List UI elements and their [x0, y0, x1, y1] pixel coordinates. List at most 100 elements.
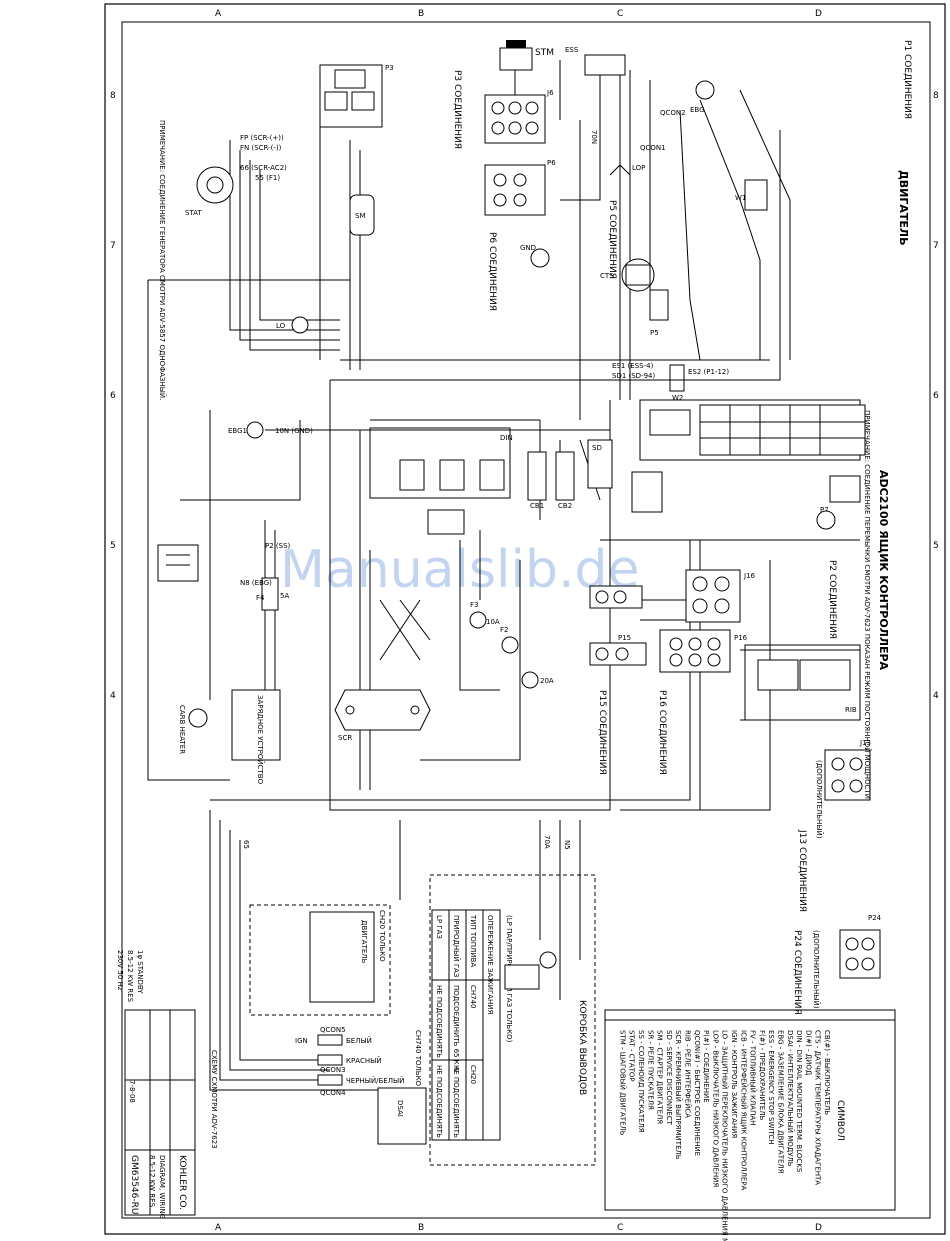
- ignition-col-ch740: CH740: [469, 985, 477, 1009]
- gnd-point: GND: [520, 244, 550, 268]
- legend-item: SS - СОЛЕНОИД ПУСКАТЕЛЯ: [637, 1030, 645, 1133]
- stepper-motor: STM: [499, 40, 554, 71]
- terminal-box-label: КОРОБКА ВЫВОДОВ: [577, 1000, 587, 1095]
- p15-label: P15: [618, 634, 631, 642]
- p6-heading: P6 СОЕДИНЕНИЯ: [487, 232, 497, 311]
- dsai-module: DSAI: [377, 1087, 427, 1145]
- adc-connector: [631, 471, 836, 530]
- p16-connector: P16: [659, 629, 748, 673]
- ign-wire-label: IGN: [295, 1037, 308, 1045]
- p24-connector: P24: [839, 914, 882, 979]
- p5-connector: P5: [649, 289, 669, 337]
- legend-item: CB(#) - ВЫКЛЮЧАТЕЛЬ: [823, 1030, 831, 1115]
- sm-label: SM: [355, 212, 365, 220]
- standby-label: 1φ STANDBY: [136, 950, 144, 994]
- qcon1-label: QCON1: [640, 144, 666, 152]
- black-white-wire-label: ЧЕРНЫЙ/БЕЛЫЙ: [346, 1076, 404, 1085]
- ch20-only-label: CH20 ТОЛЬКО: [378, 910, 386, 962]
- sd-block: SD: [587, 439, 613, 489]
- ignition-table: ОПЕРЕЖЕНИЕ ЗАЖИГАНИЯ ТИП ТОПЛИВА CH740 C…: [431, 909, 514, 1141]
- ch20-only-box: CH20 ТОЛЬКО ДВИГАТЕЛЬ: [249, 904, 391, 1016]
- outer-border: [104, 3, 946, 1235]
- wire-66: 66 (SCR-AC2): [240, 164, 287, 172]
- fuse-20a: [521, 671, 539, 689]
- ess-label: ESS: [565, 46, 579, 54]
- wire-es2: ES2 (P1-12): [688, 368, 729, 376]
- p7-label: P7: [820, 506, 829, 514]
- legend-item: LOP - ВЫКЛЮЧАТЕЛЬ НИЗКОГО ДАВЛЕНИЯ: [711, 1030, 719, 1187]
- lo-switch: LO: [276, 316, 309, 334]
- col-label-b-top: B: [418, 9, 424, 19]
- legend-item: SR - РЕЛЕ ПУСКАТЕЛЯ: [646, 1030, 654, 1110]
- col-label-d-bottom: D: [815, 1223, 822, 1233]
- legend-item: DIN - DIN RAIL MOUNTED TERM. BLOCKS: [795, 1030, 803, 1173]
- qcon2-label: QCON2: [660, 109, 686, 117]
- legend-item: FV - ТОПЛИВНЫЙ КЛАПАН: [749, 1030, 758, 1125]
- legend-item: QCON(#) - БЫСТРОЕ СОЕДИНЕНИЕ: [693, 1030, 701, 1156]
- legend-item: STM - ШАГОВЫЙ ДВИГАТЕЛЬ: [618, 1030, 627, 1136]
- legend-item: CTS - ДАТЧИК ТЕМПЕРАТУРЫ ХЛАДАГЕНТА: [814, 1030, 822, 1185]
- legend-item: SCR - КРЕМНИЕВЫЙ ВЫПРЯМИТЕЛЬ: [674, 1030, 683, 1160]
- fuse-f2: F2: [500, 626, 519, 654]
- w1-splice: W1: [735, 179, 768, 211]
- wire-fn: FN (SCR-(-)): [240, 144, 282, 152]
- ignition-r2-fuel: LP ГАЗ: [435, 915, 443, 939]
- legend-heading: СИМВОЛ: [835, 1100, 845, 1141]
- title-doc: DIAGRAM, WIRING: [158, 1155, 166, 1219]
- wire-70n: 70N: [590, 130, 598, 144]
- f2-label: F2: [500, 626, 508, 634]
- row-label-8-right: 8: [933, 91, 939, 101]
- p3-label: P3: [385, 64, 394, 72]
- cts-sensor: CTS: [600, 258, 655, 292]
- wire-harness: [147, 60, 861, 1091]
- red-wire-label: КРАСНЫЙ: [346, 1056, 382, 1065]
- qcon4-label: QCON4: [320, 1089, 346, 1097]
- wire-sd1: SD1 (SD-94): [612, 372, 656, 380]
- ignition-r1-ch20: НЕ ПОДСОЕДИНЯТЬ: [452, 1065, 460, 1138]
- scr-rectifier: SCR: [334, 689, 431, 742]
- row-label-7-left: 7: [110, 241, 116, 251]
- fuse-f3: F3: [469, 601, 487, 629]
- p7-connector: P7: [820, 475, 861, 514]
- sd-label: SD: [592, 444, 602, 452]
- legend-item: P(#) - СОЕДИНЕНИЕ: [702, 1030, 710, 1103]
- stm-label: STM: [535, 48, 554, 58]
- col-label-c-bottom: C: [617, 1223, 623, 1233]
- legend-item: EBG - ЗАЗЕМЛЕНИЕ БЛОКА ДВИГАТЕЛЯ: [777, 1030, 785, 1174]
- din-terminal: DIN: [369, 427, 513, 535]
- j16-label: J16: [743, 572, 756, 580]
- col-label-c-top: C: [617, 9, 623, 19]
- row-label-8-left: 8: [110, 91, 116, 101]
- terminal-box: КОРОБКА ВЫВОДОВ: [429, 874, 596, 1166]
- controller-note: ПРИМЕЧАНИЕ: СОЕДИНЕНИЕ ПЕРЕМЫЧКИ СМОТРИ …: [863, 410, 872, 801]
- w2-splice: W2: [669, 364, 685, 402]
- p24-heading: P24 СОЕДИНЕНИЯ: [792, 930, 802, 1015]
- battery: [157, 544, 199, 582]
- p15-heading: P15 СОЕДИНЕНИЯ: [597, 690, 607, 775]
- j13-optional: (ДОПОЛНИТЕЛЬНЫЙ): [815, 760, 824, 839]
- generator-note: ПРИМЕЧАНИЕ: СОЕДИНЕНИЕ ГЕНЕРАТОРА СМОТРИ…: [158, 120, 167, 400]
- row-label-6-left: 6: [110, 391, 116, 401]
- p24-optional: (ДОПОЛНИТЕЛЬНЫЙ): [812, 930, 821, 1009]
- title-date: 7-8-08: [128, 1080, 136, 1103]
- ignition-r1-ch740: ПОДСОЕДИНИТЬ 65 К N: [452, 985, 460, 1072]
- white-wire-label: БЕЛЫЙ: [346, 1036, 372, 1045]
- legend-item: RIB - РЕЛЕ ИНТЕРФЕЙСА: [684, 1030, 693, 1118]
- engine-ch20-label: ДВИГАТЕЛЬ: [360, 920, 368, 964]
- j6-connector: J6: [484, 89, 554, 144]
- ch740-only-label: CH740 ТОЛЬКО: [414, 1030, 422, 1087]
- legend-item: LO - ЗАЩИТНЫЙ ПЕРЕКЛЮЧАТЕЛЬ НИЗКОГО ДАВЛ…: [721, 1030, 730, 1241]
- wire-55: 55 (F1): [255, 174, 280, 182]
- cb2: CB2: [555, 451, 575, 510]
- row-label-5-left: 5: [110, 541, 116, 551]
- w1-label: W1: [735, 194, 746, 202]
- title-block: KOHLER CO. DIAGRAM, WIRING 8.5-12 KW RES…: [124, 1009, 218, 1219]
- engine-heading: ДВИГАТЕЛЬ: [897, 170, 910, 245]
- standby-block: 1φ STANDBY 8.5-12 KW RES 230V 50 Hz: [116, 950, 144, 1003]
- p1-heading: P1 СОЕДИНЕНИЯ: [902, 40, 912, 119]
- f3-label: F3: [470, 601, 478, 609]
- carb-heater: CARB HEATER: [178, 705, 208, 754]
- legend-item: ESS - EMERGENCY STOP SWITCH: [767, 1030, 775, 1145]
- wire-20a: 20A: [540, 677, 554, 685]
